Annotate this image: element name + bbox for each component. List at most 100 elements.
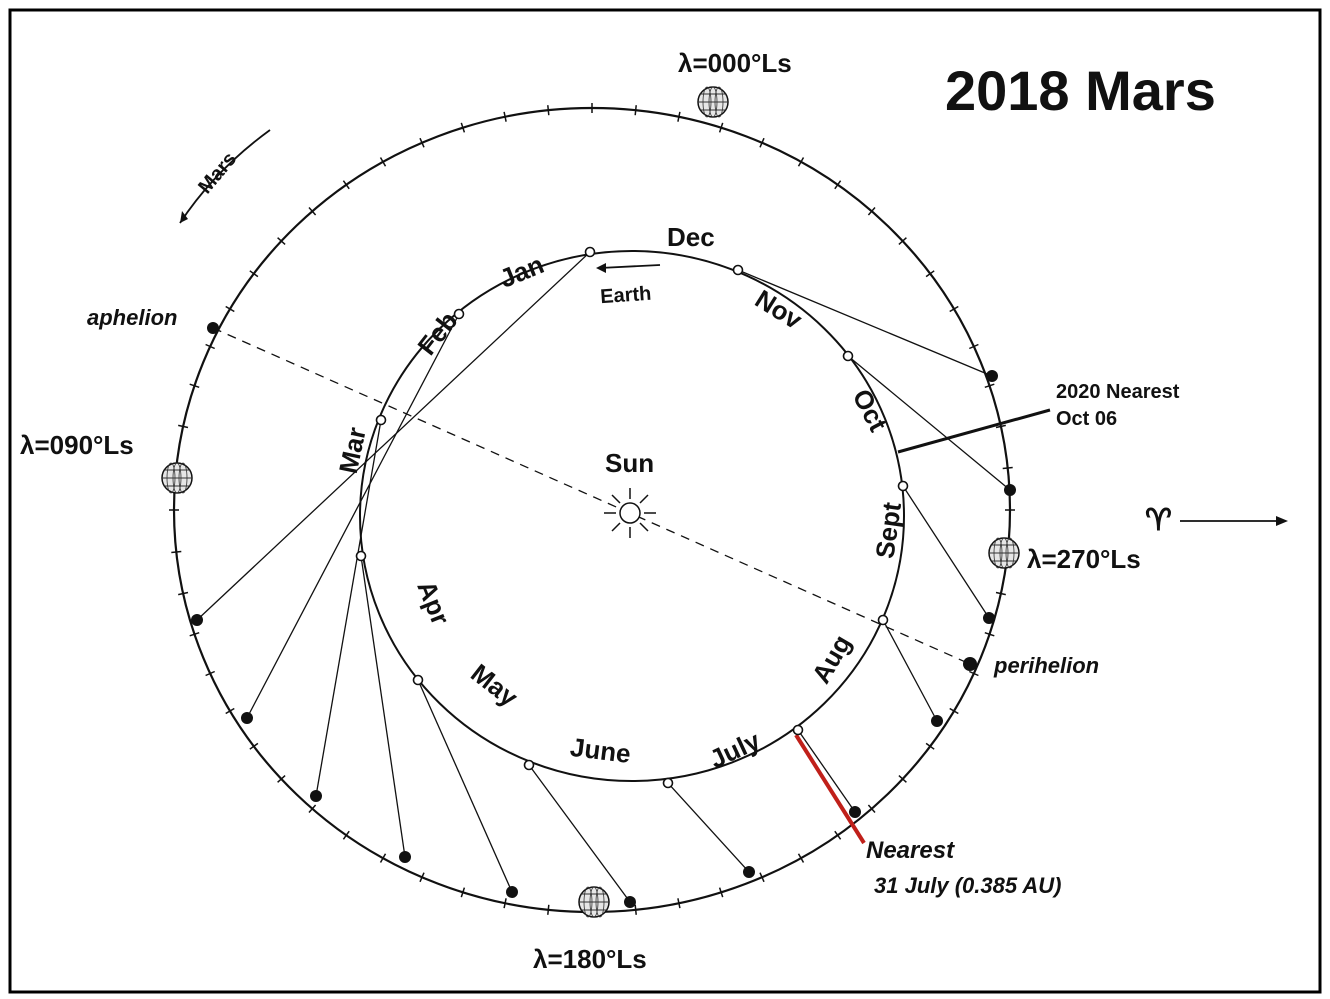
nearest-2018-line1: Nearest bbox=[866, 837, 955, 864]
orbit-tick bbox=[718, 122, 724, 133]
orbit-tick bbox=[949, 707, 959, 715]
ls-090-label: λ=090°Ls bbox=[20, 430, 134, 460]
orbit-tick bbox=[797, 853, 805, 863]
diagram-title: 2018 Mars bbox=[945, 59, 1216, 122]
mars-dot bbox=[743, 866, 755, 878]
mars-dot bbox=[624, 896, 636, 908]
nearest-2020-line2: Oct 06 bbox=[1056, 408, 1117, 430]
orbit-tick bbox=[898, 237, 907, 245]
orbit-tick bbox=[419, 872, 425, 883]
ls-180-label: λ=180°Ls bbox=[533, 944, 647, 974]
orbit-tick bbox=[189, 631, 200, 637]
orbit-tick bbox=[308, 804, 317, 813]
orbit-tick bbox=[277, 775, 286, 783]
earth-dot bbox=[662, 777, 674, 789]
orbit-tick bbox=[342, 830, 350, 840]
mars-dot bbox=[931, 715, 943, 727]
mars-orbit-ticks bbox=[169, 103, 1015, 917]
orbit-tick bbox=[249, 270, 259, 278]
arrowhead-icon bbox=[596, 263, 606, 273]
orbit-tick bbox=[379, 853, 387, 863]
orbit-tick bbox=[949, 305, 959, 313]
sight-line-june bbox=[528, 764, 631, 903]
orbit-tick bbox=[867, 804, 876, 813]
nearest-2020-pointer bbox=[897, 408, 1051, 454]
arrowhead-icon bbox=[180, 211, 188, 223]
perihelion-label: perihelion bbox=[993, 653, 1099, 678]
orbit-tick bbox=[460, 122, 466, 133]
orbit-tick bbox=[677, 898, 681, 909]
earth-dot bbox=[412, 674, 424, 686]
orbit-tick bbox=[995, 424, 1006, 429]
orbit-tick bbox=[249, 742, 259, 750]
orbit-tick bbox=[925, 270, 935, 278]
aphelion-label: aphelion bbox=[87, 305, 177, 330]
sight-line-dec bbox=[737, 269, 993, 377]
month-dec: Dec bbox=[667, 222, 715, 252]
sight-line-sept bbox=[882, 619, 938, 722]
mars-dot bbox=[241, 712, 253, 724]
sight-line-apr bbox=[360, 555, 406, 858]
mars-globe-icon bbox=[578, 886, 610, 918]
mars-globe-icon bbox=[161, 462, 193, 494]
frame-border bbox=[8, 8, 1322, 994]
orbit-tick bbox=[634, 105, 637, 116]
mars-dot bbox=[399, 851, 411, 863]
mars-dot bbox=[506, 886, 518, 898]
earth-positions bbox=[355, 246, 909, 789]
ls-270-label: λ=270°Ls bbox=[1027, 544, 1141, 574]
orbit-tick bbox=[205, 670, 216, 677]
perihelion-dot bbox=[963, 657, 977, 671]
ls-000-label: λ=000°Ls bbox=[678, 48, 792, 78]
orbit-tick bbox=[225, 707, 235, 715]
sight-lines bbox=[196, 251, 1011, 903]
mars-dot bbox=[849, 806, 861, 818]
sight-line-nov bbox=[847, 355, 1011, 491]
orbit-tick bbox=[834, 830, 842, 840]
orbit-tick bbox=[460, 887, 466, 898]
sight-line-may bbox=[417, 679, 513, 893]
month-june: June bbox=[569, 732, 633, 769]
orbit-tick bbox=[867, 207, 876, 216]
orbit-tick bbox=[342, 180, 350, 190]
mars-dot bbox=[986, 370, 998, 382]
mars-positions bbox=[191, 322, 1016, 908]
orbit-tick bbox=[178, 591, 189, 596]
earth-dot bbox=[453, 308, 465, 320]
aphelion-dot bbox=[207, 322, 219, 334]
orbit-tick bbox=[968, 343, 979, 350]
sight-line-july bbox=[667, 782, 750, 873]
mars-dot bbox=[1004, 484, 1016, 496]
sight-line-mar bbox=[315, 419, 382, 797]
mars-globe-icon bbox=[988, 537, 1020, 569]
orbit-tick bbox=[308, 207, 317, 216]
sight-line-feb bbox=[246, 313, 460, 719]
mars-dot bbox=[191, 614, 203, 626]
orbit-tick bbox=[419, 137, 425, 148]
nearest-approach-line bbox=[794, 733, 866, 845]
aries-symbol: ♈︎ bbox=[1145, 504, 1172, 537]
sight-line-oct bbox=[902, 485, 990, 619]
mars-globes bbox=[161, 86, 1020, 918]
sight-line-aug bbox=[797, 729, 856, 813]
orbit-tick bbox=[178, 424, 189, 429]
sun-icon bbox=[604, 488, 656, 538]
orbit-tick bbox=[547, 105, 550, 116]
orbit-tick bbox=[759, 872, 765, 883]
orbit-tick bbox=[171, 550, 182, 554]
orbit-tick bbox=[277, 237, 286, 245]
orbit-tick bbox=[503, 111, 507, 122]
earth-dot bbox=[355, 550, 367, 562]
sight-line-jan bbox=[196, 251, 591, 621]
arrowhead-icon bbox=[1276, 516, 1288, 526]
orbit-tick bbox=[547, 904, 550, 915]
orbit-tick bbox=[718, 887, 724, 898]
orbit-tick bbox=[984, 383, 995, 389]
orbit-tick bbox=[759, 137, 765, 148]
nearest-2018-line2: 31 July (0.385 AU) bbox=[874, 873, 1062, 898]
earth-dot bbox=[877, 614, 889, 626]
orbit-tick bbox=[797, 157, 805, 167]
orbit-tick bbox=[634, 904, 637, 915]
